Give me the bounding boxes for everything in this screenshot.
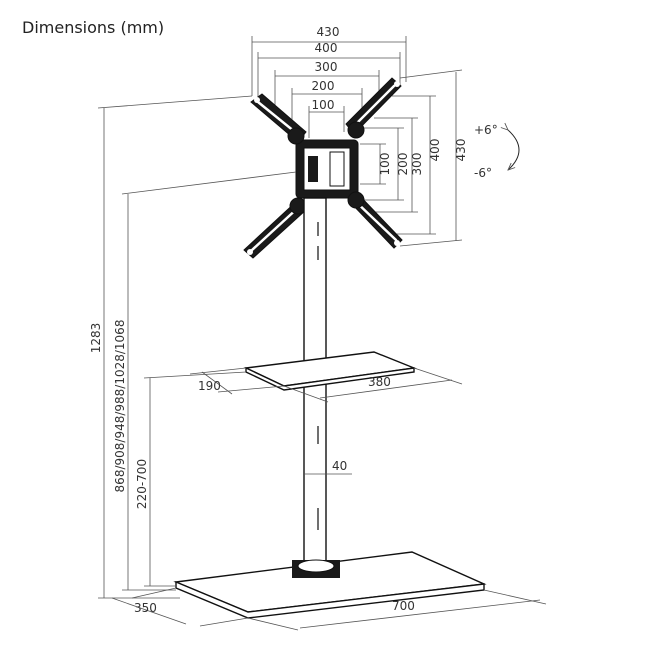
diagram-title: Dimensions (mm): [22, 18, 165, 37]
base-dimensions: 350 700: [111, 587, 547, 631]
vesa-v-100-label: 100: [378, 153, 392, 176]
shelf-height-label: 220-700: [135, 459, 149, 509]
vesa-vertical-dimensions: 100 200 300 400 430: [360, 69, 468, 247]
base-width-label: 700: [392, 599, 415, 613]
base: [173, 551, 487, 619]
vesa-v-430-label: 430: [454, 139, 468, 162]
vesa-bracket: [243, 77, 403, 259]
vesa-h-200-label: 200: [312, 79, 335, 93]
height-dimensions: 1283 868/908/948/988/1028/1068 220-700: [89, 95, 297, 599]
column-width-dimension: 40: [304, 459, 352, 475]
tilt-up-label: +6°: [474, 123, 498, 137]
vesa-h-100-label: 100: [312, 98, 335, 112]
vesa-v-400-label: 400: [428, 139, 442, 162]
shelf-width-label: 380: [368, 375, 391, 389]
vesa-h-400-label: 400: [315, 41, 338, 55]
tilt-down-label: -6°: [474, 166, 492, 180]
shelf-dimensions: 190 380: [189, 367, 463, 403]
tilt-indicator: +6° -6°: [474, 123, 520, 180]
vesa-v-200-label: 200: [396, 153, 410, 176]
vesa-v-300-label: 300: [410, 153, 424, 176]
column-width-label: 40: [332, 459, 347, 473]
shelf-depth-label: 190: [198, 379, 221, 393]
base-depth-label: 350: [134, 601, 157, 615]
height-1283-label: 1283: [89, 323, 103, 354]
vesa-h-300-label: 300: [315, 60, 338, 74]
vesa-h-430-label: 430: [317, 25, 340, 39]
mount-height-positions-label: 868/908/948/988/1028/1068: [113, 320, 127, 493]
